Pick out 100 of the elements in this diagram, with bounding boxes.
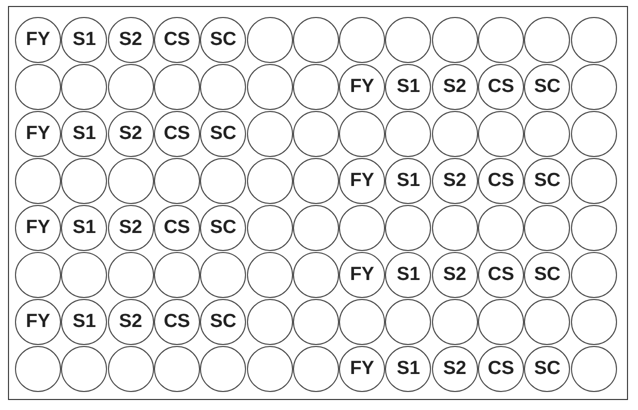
plate-well: S2 [108,111,154,157]
plate-well [570,346,617,392]
plate-well [478,111,524,157]
plate-well [200,64,246,110]
plate-well [339,205,386,251]
plate-well [15,158,61,204]
plate-well [246,64,292,110]
plate-well [292,252,339,298]
plate-well [246,299,292,345]
plate-well [246,205,292,251]
plate-well: S1 [61,111,108,157]
plate-well [524,111,570,157]
plate-well [292,346,339,392]
plate-well: CS [154,205,200,251]
plate-well: FY [339,158,386,204]
plate-well [432,111,478,157]
plate-well: S1 [61,299,108,345]
plate-well: S1 [385,252,432,298]
plate-well [154,346,200,392]
plate-well [570,158,617,204]
plate-well [524,205,570,251]
plate-well: SC [524,64,570,110]
plate-well: S1 [61,205,108,251]
plate-well [385,17,432,63]
plate-well [292,111,339,157]
plate-well: S2 [432,158,478,204]
plate-well: SC [200,205,246,251]
plate-well: CS [478,64,524,110]
plate-well: FY [15,111,61,157]
plate-well [200,346,246,392]
plate-well [570,17,617,63]
plate-well [432,17,478,63]
plate-well: FY [15,17,61,63]
plate-well [292,205,339,251]
plate-well [61,64,108,110]
plate-well: CS [478,158,524,204]
plate-well [108,64,154,110]
plate-well [385,299,432,345]
plate-well [292,17,339,63]
plate-well [432,205,478,251]
plate-well [478,17,524,63]
plate-well [108,158,154,204]
plate-well: SC [200,111,246,157]
plate-well [61,346,108,392]
plate-well [524,17,570,63]
plate-well [15,252,61,298]
plate-well: FY [15,299,61,345]
plate-well: S2 [432,252,478,298]
plate-well [61,158,108,204]
plate-well [108,346,154,392]
plate-well [478,205,524,251]
plate-well [246,158,292,204]
plate-well: FY [339,252,386,298]
plate-well [570,252,617,298]
plate-well: CS [154,299,200,345]
plate-well [108,252,154,298]
plate-well: SC [524,158,570,204]
plate-well: SC [524,346,570,392]
plate-well [339,17,386,63]
plate-well [339,111,386,157]
plate-well [246,111,292,157]
plate-well: S1 [385,64,432,110]
plate-well: S1 [61,17,108,63]
plate-well [292,299,339,345]
plate-well [15,346,61,392]
plate-well: FY [339,64,386,110]
plate-well: S2 [108,17,154,63]
plate-well [246,252,292,298]
plate-well [570,205,617,251]
plate-well: FY [15,205,61,251]
plate-well [432,299,478,345]
plate-well: CS [478,252,524,298]
plate-well: SC [200,299,246,345]
plate-well [570,299,617,345]
plate-well [200,252,246,298]
plate-well: S2 [108,205,154,251]
plate-well [154,252,200,298]
plate-well [570,111,617,157]
plate-well [61,252,108,298]
plate-well: CS [154,111,200,157]
plate-well: S2 [108,299,154,345]
plate-well: S1 [385,158,432,204]
plate-well: CS [478,346,524,392]
plate-well [15,64,61,110]
plate-well [478,299,524,345]
plate-well [385,205,432,251]
plate-well: S2 [432,346,478,392]
plate-well [246,346,292,392]
plate-well: SC [524,252,570,298]
plate-well [154,158,200,204]
plate-well [292,64,339,110]
plate-well [246,17,292,63]
plate-well: S2 [432,64,478,110]
plate-well [154,64,200,110]
plate-well [292,158,339,204]
plate-well [339,299,386,345]
plate-well: SC [200,17,246,63]
plate-well: S1 [385,346,432,392]
plate-well [385,111,432,157]
plate-well [200,158,246,204]
